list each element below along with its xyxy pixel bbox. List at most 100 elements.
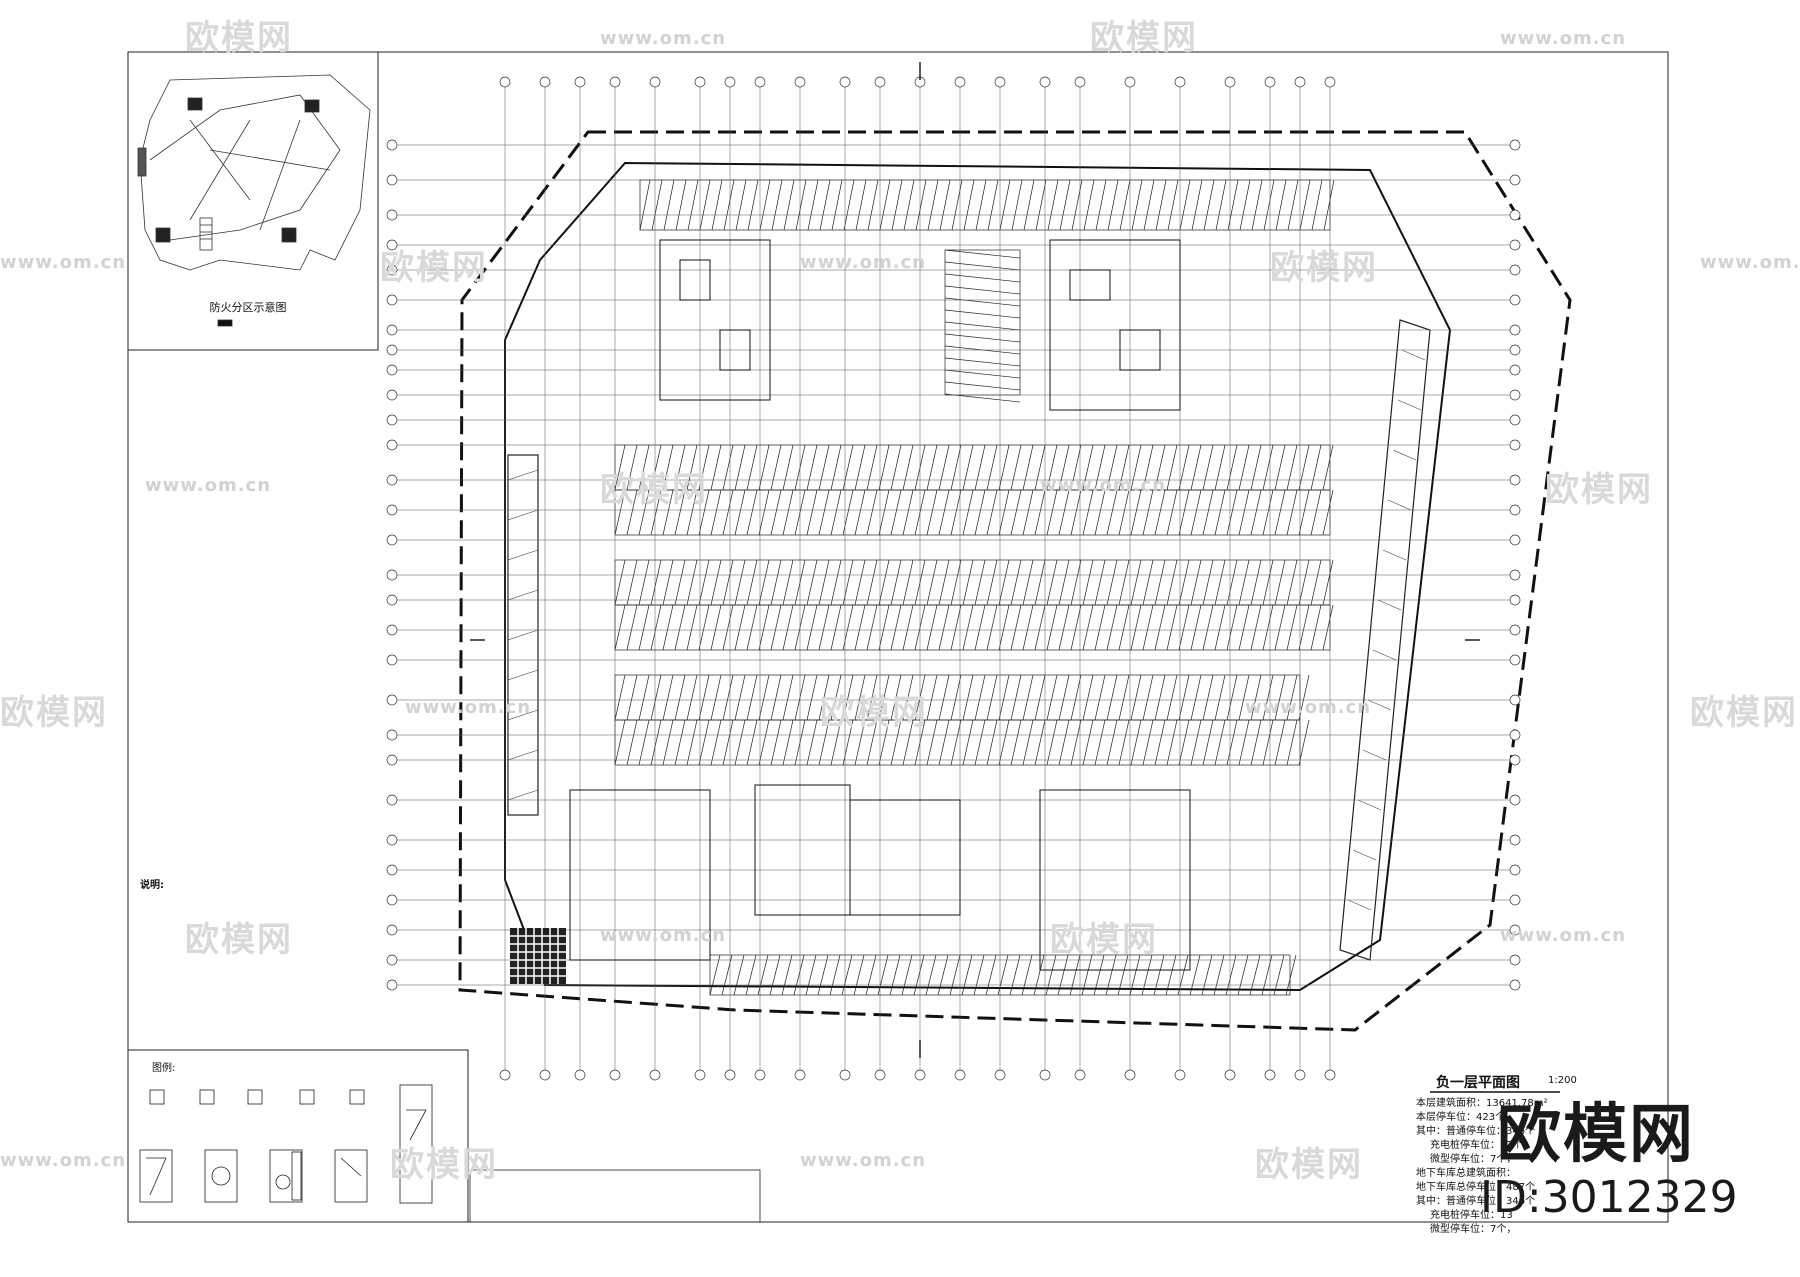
stall-line	[1250, 604, 1262, 651]
stall-line	[782, 444, 794, 491]
stall-line	[795, 179, 807, 231]
stall-line	[1191, 179, 1203, 231]
stall-line	[1071, 179, 1083, 231]
stall-line	[1214, 489, 1226, 536]
stall-line	[1262, 674, 1274, 721]
stall-line	[938, 674, 950, 721]
stall-line	[944, 369, 1021, 379]
stall-line	[1154, 604, 1166, 651]
grid-bubble	[386, 324, 398, 336]
stall-line	[830, 674, 842, 721]
stall-line	[1323, 179, 1335, 231]
stall-line	[854, 444, 866, 491]
stall-line	[986, 674, 998, 721]
stall-line	[782, 674, 794, 721]
stall-line	[1046, 719, 1058, 766]
stall-line	[973, 954, 985, 996]
stall-line	[998, 719, 1010, 766]
stall-line	[770, 489, 782, 536]
stall-line	[1263, 179, 1275, 231]
stall-line	[1130, 444, 1142, 491]
grid-bubble	[1509, 924, 1521, 936]
grid-bubble	[1294, 1069, 1306, 1081]
grid-bubble	[386, 569, 398, 581]
stall-line	[806, 719, 818, 766]
stall-line	[1251, 179, 1263, 231]
stall-line	[674, 604, 686, 651]
stall-line	[1010, 489, 1022, 536]
stall-line	[686, 604, 698, 651]
stall-line	[722, 674, 734, 721]
stall-line	[1095, 179, 1107, 231]
grid-bubble	[1124, 1069, 1136, 1081]
stall-line	[1082, 604, 1094, 651]
grid-bubble	[386, 954, 398, 966]
stall-line	[1322, 444, 1334, 491]
stall-line	[890, 559, 902, 606]
stall-line	[1298, 559, 1310, 606]
stall-line	[1166, 674, 1178, 721]
grid-bubble	[874, 76, 886, 88]
stall-line	[1262, 719, 1274, 766]
stall-line	[950, 559, 962, 606]
stall-line	[986, 604, 998, 651]
stall-line	[650, 444, 662, 491]
stall-line	[686, 559, 698, 606]
stall-line	[1130, 604, 1142, 651]
stall-line	[1286, 674, 1298, 721]
stall-line	[771, 179, 783, 231]
stall-line	[1035, 179, 1047, 231]
stall-line	[842, 719, 854, 766]
stall-line	[1178, 674, 1190, 721]
grid-bubble	[386, 979, 398, 991]
stall-line	[1094, 559, 1106, 606]
stall-line	[1154, 719, 1166, 766]
stall-line	[1022, 674, 1034, 721]
grid-bubble	[386, 594, 398, 606]
stall-line	[1010, 604, 1022, 651]
stall-line	[626, 559, 638, 606]
grid-bubble	[1509, 864, 1521, 876]
grid-bubble	[1509, 694, 1521, 706]
grid-bubble	[386, 474, 398, 486]
stall-line	[1275, 179, 1287, 231]
grid-bubble	[386, 864, 398, 876]
stall-line	[878, 719, 890, 766]
stall-line	[986, 489, 998, 536]
grid-bubble	[1324, 76, 1336, 88]
stall-line	[1130, 489, 1142, 536]
stall-line	[745, 954, 757, 996]
stall-line	[950, 674, 962, 721]
stall-line	[853, 954, 865, 996]
stall-line	[1130, 674, 1142, 721]
stall-line	[902, 604, 914, 651]
grid-bubble	[839, 76, 851, 88]
plan-stat-line: 微型停车位：7个，	[1430, 1154, 1517, 1165]
grid-bubbles	[386, 76, 1521, 1081]
stall-line	[662, 604, 674, 651]
stall-line	[1274, 559, 1286, 606]
stall-line	[1107, 179, 1119, 231]
stall-line	[1141, 954, 1153, 996]
parking-row	[614, 674, 1301, 721]
stall-line	[1106, 444, 1118, 491]
stall-line	[638, 444, 650, 491]
stall-line	[758, 444, 770, 491]
plan-stat-line: 充电桩停车位：13	[1430, 1210, 1513, 1221]
stall-line	[1046, 489, 1058, 536]
stall-line	[1082, 719, 1094, 766]
stall-line	[770, 604, 782, 651]
stall-line	[1178, 559, 1190, 606]
grid-bubble	[386, 834, 398, 846]
stall-line	[829, 954, 841, 996]
grid-bubble	[649, 76, 661, 88]
stall-line	[938, 559, 950, 606]
grid-bubble	[1224, 76, 1236, 88]
grid-bubble	[1509, 389, 1521, 401]
stall-line	[1202, 604, 1214, 651]
stall-line	[734, 489, 746, 536]
notes-frame	[127, 1049, 469, 1223]
legend-title: 图例:	[152, 1063, 176, 1074]
stall-line	[722, 604, 734, 651]
grid-bubble	[1509, 654, 1521, 666]
